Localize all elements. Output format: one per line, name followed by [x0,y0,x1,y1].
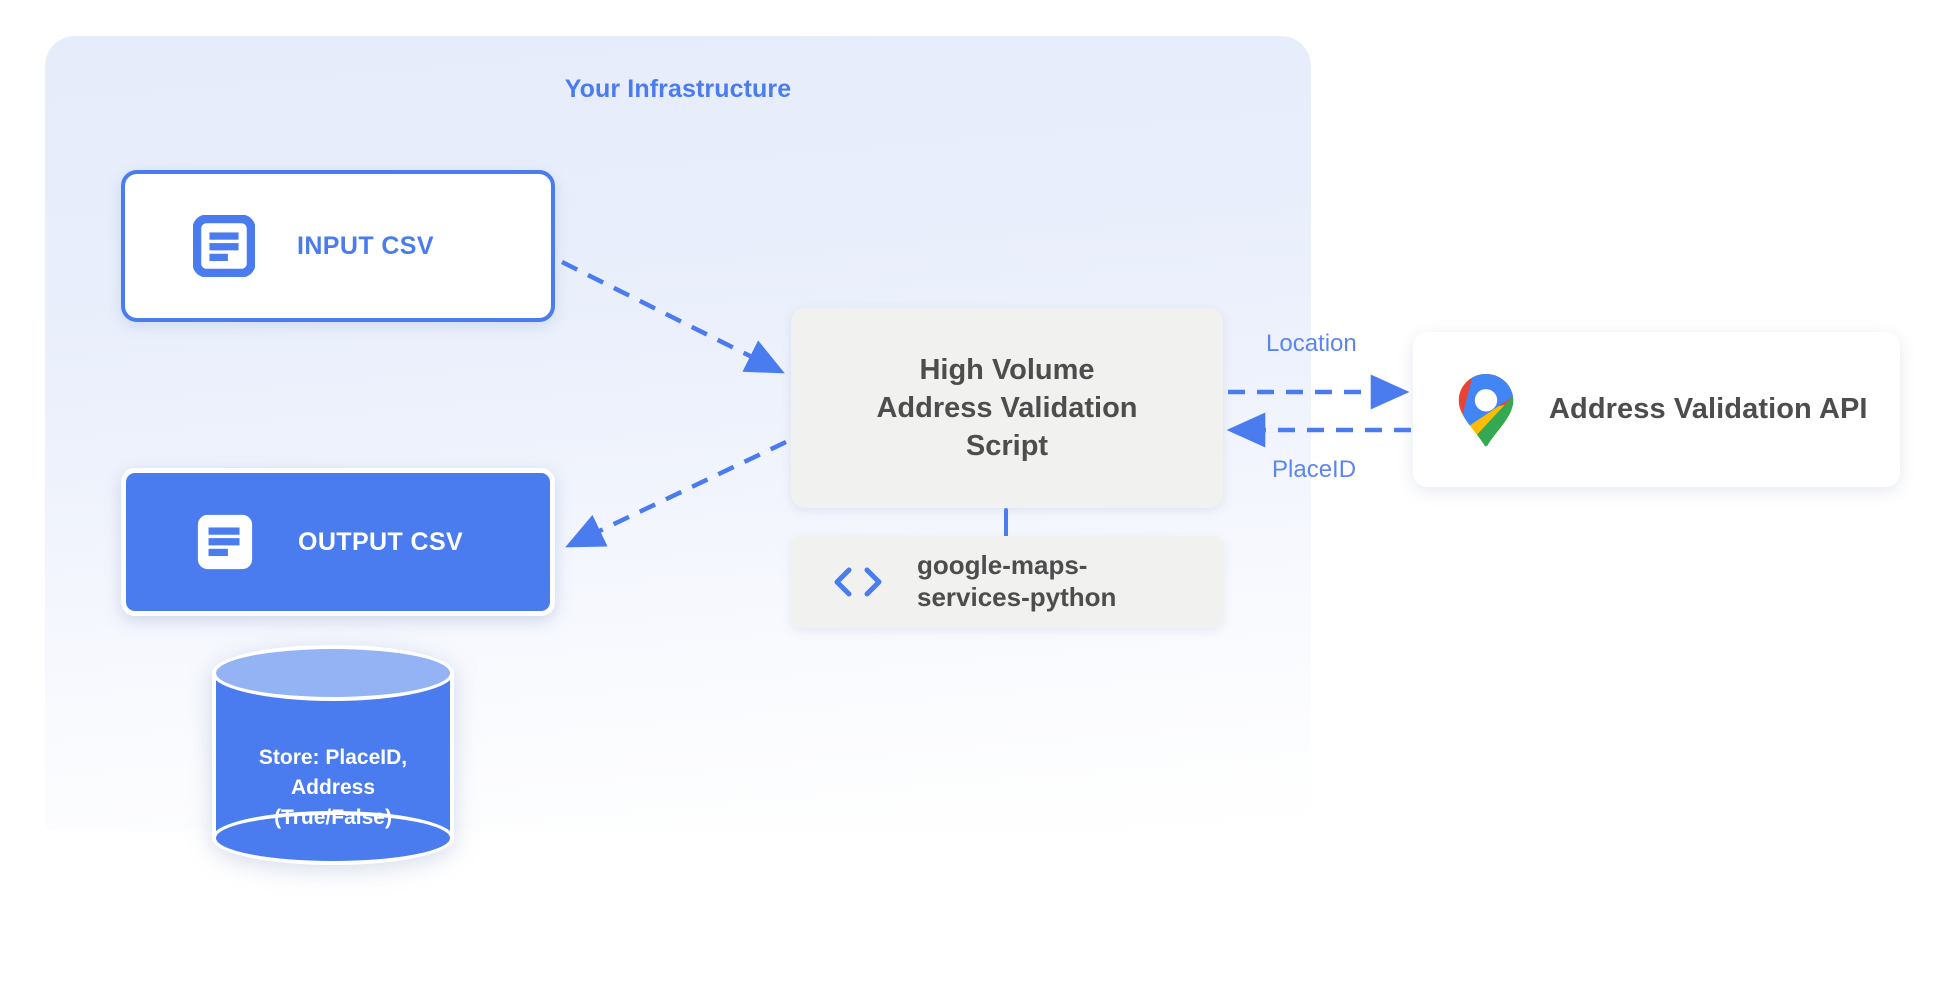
document-icon [197,514,253,570]
database-label-line-1: Store: PlaceID, [258,746,408,769]
output-csv-node[interactable]: OUTPUT CSV [121,468,555,616]
address-validation-api-node[interactable]: Address Validation API [1413,332,1900,487]
output-csv-label: OUTPUT CSV [298,527,464,556]
address-validation-api-label: Address Validation API [1549,393,1868,425]
library-label-line-1: google-maps- [917,550,1088,581]
script-node[interactable]: High Volume Address Validation Script [791,308,1223,508]
database-label-line-2: Address [290,775,376,799]
library-label-line-2: services-python [917,582,1117,612]
script-label-line-1: High Volume [919,353,1095,386]
document-icon [193,215,255,277]
input-csv-label: INPUT CSV [297,231,434,260]
database-label: Store: PlaceID, Address (True/False) [212,743,454,832]
edge-label-location: Location [1266,330,1357,357]
edge-label-placeid: PlaceID [1272,456,1357,483]
database-label-line-3: (True/False) [274,805,392,829]
infrastructure-title: Your Infrastructure [564,75,792,103]
library-label: google-maps- services-python [917,550,1116,613]
database-bottom-ellipse [212,811,454,865]
google-maps-pin-icon [1458,373,1514,446]
library-node[interactable]: google-maps- services-python [791,536,1223,628]
code-icon [834,567,882,597]
database-node[interactable]: Store: PlaceID, Address (True/False) [212,645,454,865]
script-label-line-2: Address Validation [876,391,1138,424]
database-top-ellipse [212,645,454,701]
script-label-line-3: Script [965,430,1049,463]
input-csv-node[interactable]: INPUT CSV [121,170,555,322]
edge-script-to-library [1004,508,1008,538]
